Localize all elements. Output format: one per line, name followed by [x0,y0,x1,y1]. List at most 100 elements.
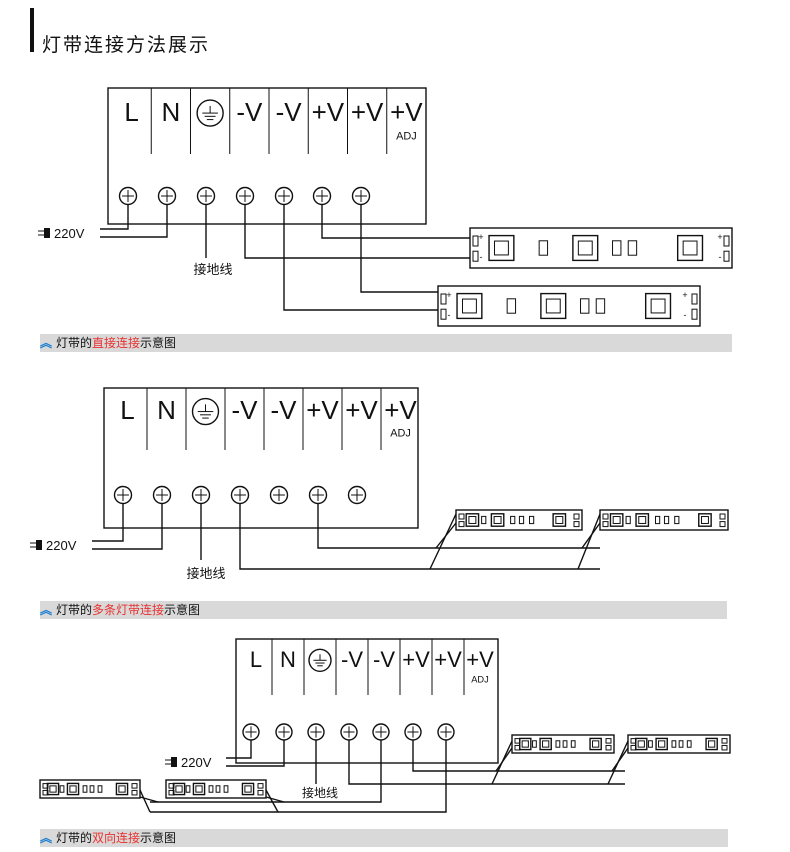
terminal-label: +V [345,395,378,425]
strip-pad [573,513,580,520]
screw-terminal [269,485,289,505]
strip-pad [605,738,612,744]
led-chip-core [195,785,203,793]
led-chip-core [638,516,647,524]
resistor [678,740,684,748]
caption-2-prefix: 灯带的 [56,603,93,617]
adj-label: ADJ [396,130,417,142]
screw-terminal-ring [269,485,289,505]
wire-live [100,204,129,230]
strip-pad [721,744,728,751]
led-chip-core [658,740,666,748]
screw-terminal [307,723,325,741]
resistor [663,515,670,525]
led-chip [456,292,483,320]
led-chip [609,513,624,527]
screw-terminal [275,723,293,741]
wire-positive [150,740,447,813]
terminal-label: N [161,97,180,127]
page-title: 灯带连接方法展示 [42,34,211,56]
wire-branch [139,796,159,803]
wire-branch [435,522,457,549]
screw-terminal [242,723,260,741]
resistor [518,515,525,525]
terminal-label: +V [402,647,430,672]
wire-negative [239,503,600,570]
wire-branch [429,513,457,570]
strip-pad [721,738,728,744]
led-chip-core [461,298,477,314]
terminal-label: -V [271,395,298,425]
resistor [208,785,214,793]
resistor [648,740,653,748]
diagram1-mains-label: 220V [54,226,85,241]
screw-terminal [312,186,332,206]
caption-1-highlight: 直接连接 [92,336,141,350]
screw-terminal [340,723,358,741]
caption-1-prefix: 灯带的 [56,336,93,350]
led-strip [469,227,733,269]
led-chip-core [592,740,600,748]
power-supply-outline [107,87,427,225]
led-chip-core [612,516,621,524]
led-chip-core [244,785,252,793]
caption-2: ︽灯带的多条灯带连接示意图 [40,601,727,619]
terminal-label: +V [434,647,462,672]
resistor [59,785,65,793]
terminal-label: +V [466,647,494,672]
wire-branch [265,796,285,803]
led-strip [437,285,701,327]
led-strip [627,734,731,754]
strip-pad [440,293,447,305]
screw-terminal [230,485,250,505]
led-strip [455,509,583,531]
led-chip-core [555,516,564,524]
screw-terminal-ring [347,485,367,505]
strip-pad [257,783,264,789]
led-chip [518,737,532,751]
resistor [595,298,606,314]
resistor [580,298,590,314]
resistor [185,785,191,793]
led-chip-core [175,785,183,793]
led-chip [490,513,505,527]
resistor [671,740,677,748]
ground-label: 接地线 [186,566,225,582]
led-chip-core [650,298,666,314]
led-strip [165,779,267,799]
strip-pad [440,308,447,320]
terminal-label: -V [276,97,303,127]
chevron-up-icon: ︽ [40,831,53,845]
screw-terminal [157,186,177,206]
mains-plug-icon [36,540,42,550]
wire-branch [265,789,279,813]
led-chip [634,737,648,751]
led-strip [39,779,141,799]
strip-minus-label: - [719,252,722,262]
led-strip-body [39,779,141,799]
chevron-up-icon: ︽ [40,336,53,350]
strip-pad [723,235,730,247]
resistor [506,298,517,314]
screw-terminal [191,485,211,505]
mains-plug-icon [171,757,177,767]
screw-terminal [372,723,390,741]
strip-pad [723,250,730,262]
led-chip [635,513,650,527]
resistor [655,515,661,525]
screw-terminal [351,186,371,206]
screw-terminal [347,485,367,505]
led-chip-core [542,740,550,748]
led-chip-core [493,240,509,256]
led-chip [676,234,704,262]
resistor [215,785,221,793]
ground-icon-circle [196,99,224,127]
ground-icon [196,99,224,127]
led-chip-core [577,240,593,256]
strip-pad [458,513,465,520]
led-strip-body [511,734,615,754]
strip-minus-label: - [480,252,483,262]
resistor [82,785,88,793]
